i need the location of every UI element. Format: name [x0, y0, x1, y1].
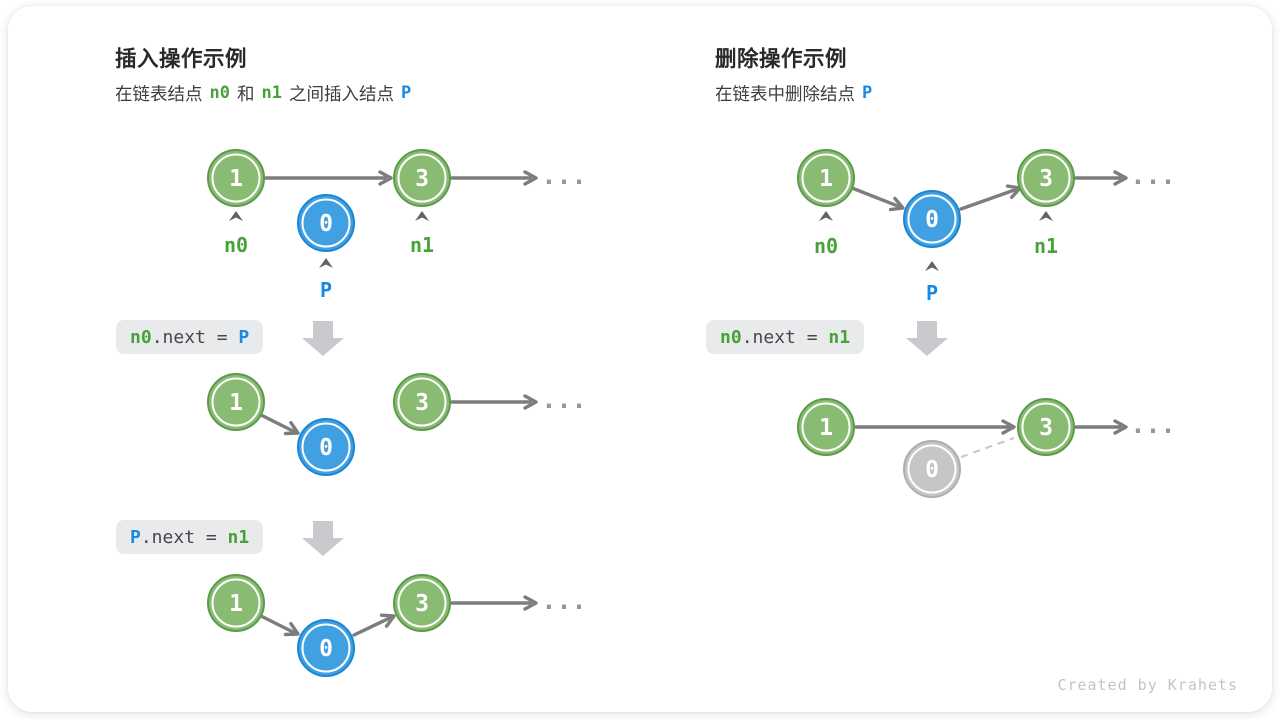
ellipsis-text: ...	[541, 586, 586, 615]
code-chip-n0-next-n1: n0.next = n1	[706, 320, 865, 354]
node-p: 0	[297, 194, 355, 252]
delete-fig2: 1 3 0 ...	[797, 398, 1176, 498]
node-1: 1	[207, 574, 265, 632]
code-lhs: P	[130, 526, 141, 548]
code-rhs: n1	[828, 326, 851, 348]
pointer-label-p: P	[926, 281, 938, 305]
arrow-node1-to-nodep	[850, 186, 901, 209]
pointer-label-n1: n1	[1034, 234, 1058, 258]
code-chip-p-next-n1: P.next = n1	[116, 520, 264, 554]
arrowhead-icon	[378, 170, 393, 186]
credit-text: Created by Krahets	[1057, 676, 1238, 694]
arrowhead-icon	[379, 613, 396, 628]
delete-subtitle: 在链表中删除结点 P	[715, 81, 879, 105]
svg-text:3: 3	[415, 166, 429, 192]
arrowhead-icon	[523, 170, 538, 186]
node-p-removed: 0	[903, 440, 961, 498]
arrow-node1-to-nodep	[259, 413, 296, 434]
insert-fig2: 1 0 3 ...	[207, 373, 587, 476]
svg-text:1: 1	[229, 166, 243, 192]
svg-text:3: 3	[415, 591, 429, 617]
pointer-label-n1: n1	[410, 233, 434, 257]
node-3: 3	[393, 373, 451, 431]
insert-fig3: 1 0 3 ...	[207, 574, 587, 677]
svg-text:3: 3	[1039, 415, 1053, 441]
node-1: 1	[797, 398, 855, 456]
down-arrow-icon	[906, 321, 948, 356]
svg-text:3: 3	[415, 390, 429, 416]
insert-subtitle-text1: 在链表结点	[115, 83, 203, 104]
insert-subtitle: 在链表结点 n0 和 n1 之间插入结点 P	[115, 81, 418, 105]
ellipsis-text: ...	[541, 385, 586, 414]
arrowhead-icon	[523, 595, 538, 611]
arrow-node1-to-nodep	[259, 614, 296, 635]
delete-subtitle-p: P	[862, 83, 873, 103]
insert-title: 插入操作示例	[115, 47, 248, 71]
svg-text:1: 1	[229, 591, 243, 617]
insert-subtitle-text3: 之间插入结点	[288, 83, 394, 104]
svg-text:0: 0	[925, 457, 939, 483]
code-chip-n0-next-p: n0.next = P	[116, 320, 264, 354]
arrowhead-icon	[1113, 419, 1128, 435]
arrowhead-icon	[283, 622, 300, 637]
svg-text:0: 0	[319, 211, 333, 237]
svg-text:0: 0	[319, 435, 333, 461]
pointer-label-p: P	[320, 278, 332, 302]
caret-up-icon	[925, 261, 939, 271]
ellipsis-text: ...	[541, 161, 586, 190]
svg-text:1: 1	[819, 415, 833, 441]
code-rhs: P	[238, 326, 250, 348]
node-3: 3	[1017, 149, 1075, 207]
arrowhead-icon	[1001, 419, 1016, 435]
code-op: .next =	[741, 326, 829, 348]
arrow-nodep-to-node3	[959, 187, 1018, 211]
node-1: 1	[207, 373, 265, 431]
ellipsis-text: ...	[1130, 410, 1175, 439]
svg-text:1: 1	[819, 166, 833, 192]
node-p: 0	[297, 619, 355, 677]
pointer-label-n0: n0	[224, 233, 248, 257]
svg-text:0: 0	[925, 207, 939, 233]
insert-subtitle-text2: 和	[236, 83, 255, 104]
caret-up-icon	[819, 211, 833, 221]
svg-text:1: 1	[229, 390, 243, 416]
arrowhead-icon	[523, 394, 538, 410]
arrow-nodep-to-node3	[352, 616, 393, 637]
node-3: 3	[393, 574, 451, 632]
node-1: 1	[797, 149, 855, 207]
insert-fig1: 1 3 0 ... n0 n1 P	[207, 149, 587, 302]
code-rhs: n1	[227, 526, 250, 548]
insert-subtitle-n1: n1	[261, 83, 282, 103]
node-1: 1	[207, 149, 265, 207]
code-lhs: n0	[130, 326, 152, 348]
dashed-arrow-removed-pointer	[960, 436, 1015, 459]
ellipsis-text: ...	[1130, 161, 1175, 190]
node-3: 3	[1017, 398, 1075, 456]
insert-subtitle-p: P	[400, 83, 412, 103]
arrowhead-icon	[1113, 170, 1128, 186]
node-3: 3	[393, 149, 451, 207]
delete-subtitle-text1: 在链表中删除结点	[715, 83, 855, 104]
code-op: .next =	[140, 526, 228, 548]
insert-subtitle-n0: n0	[209, 83, 230, 103]
code-lhs: n0	[720, 326, 742, 348]
svg-text:3: 3	[1039, 166, 1053, 192]
svg-text:0: 0	[319, 636, 333, 662]
down-arrow-icon	[302, 321, 344, 356]
delete-title: 删除操作示例	[715, 47, 848, 71]
pointer-label-n0: n0	[814, 234, 838, 258]
caret-up-icon	[319, 258, 333, 268]
code-op: .next =	[151, 326, 239, 348]
node-p: 0	[903, 190, 961, 248]
caret-up-icon	[1039, 211, 1053, 221]
node-p: 0	[297, 418, 355, 476]
caret-up-icon	[229, 211, 243, 221]
caret-up-icon	[415, 211, 429, 221]
delete-fig1: 1 0 3 ... n0 n1 P	[797, 149, 1176, 305]
arrowhead-icon	[283, 421, 300, 436]
down-arrow-icon	[302, 521, 344, 556]
arrowhead-icon	[888, 196, 905, 212]
